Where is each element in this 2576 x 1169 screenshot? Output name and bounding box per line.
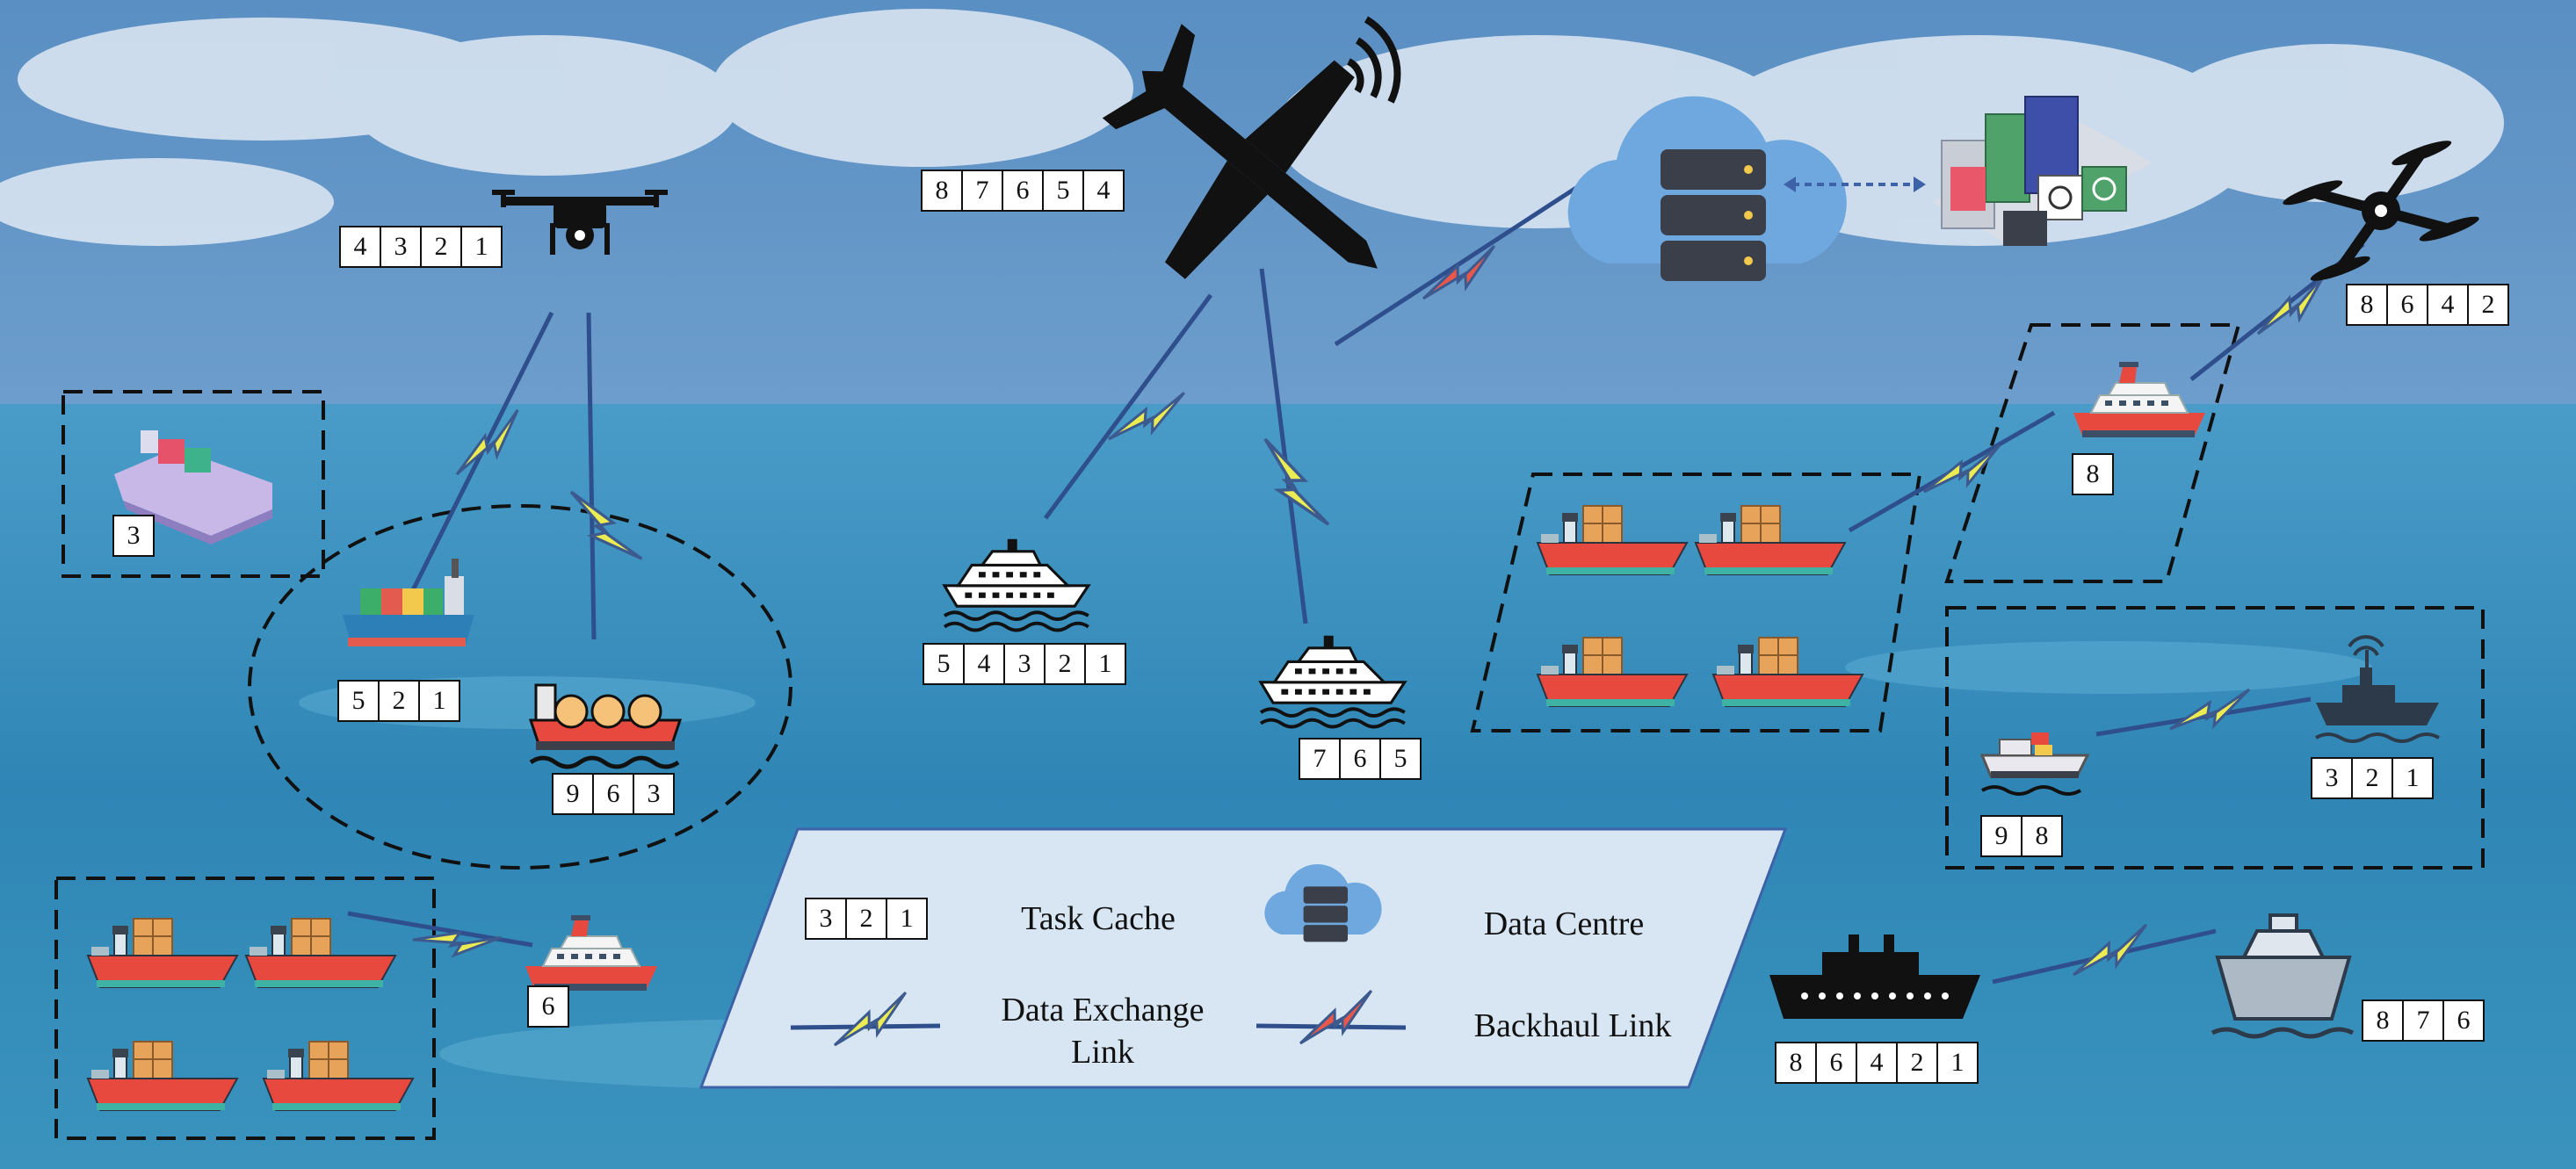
lng-tanker-icon — [528, 683, 683, 769]
cache-cell: 8 — [2362, 999, 2404, 1042]
cache-cell: 6 — [527, 985, 569, 1028]
cache-cell: 3 — [1003, 643, 1046, 685]
legend-backhaul-label: Backhaul Link — [1473, 1007, 1672, 1044]
data-link-arrow — [1784, 177, 1926, 192]
cache-cell: 4 — [339, 226, 381, 268]
cache-cell: 2 — [2467, 284, 2509, 326]
legend-task-cache-label: Task Cache — [1021, 900, 1176, 937]
cargo-ship-icon-isometric — [114, 430, 272, 545]
cache-cell: 5 — [1379, 738, 1422, 780]
cache-cell: 5 — [923, 643, 965, 685]
cache-cell: 6 — [1339, 738, 1381, 780]
cache-cell: 2 — [1044, 643, 1086, 685]
link-cargo-ferry — [347, 911, 533, 948]
link-plane-cruise2 — [1259, 268, 1308, 624]
cache-cell: 2 — [420, 226, 462, 268]
cache-cell: 4 — [2427, 284, 2469, 326]
cache-cell: 9 — [552, 773, 594, 815]
cache-cell: 6 — [1815, 1042, 1857, 1084]
cache-cell: 7 — [961, 170, 1003, 212]
airplane-icon — [1102, 24, 1378, 279]
cache-cell: 6 — [2442, 999, 2485, 1042]
cache-cell: 7 — [1299, 738, 1341, 780]
warship-icon — [2315, 635, 2440, 743]
cache-cell: 8 — [2021, 815, 2063, 857]
container-ship-icon — [343, 559, 474, 646]
task-cache-cruise-right: 8 — [2072, 453, 2114, 495]
cache-cell: 2 — [845, 898, 887, 940]
cache-cell: 6 — [592, 773, 634, 815]
legend-data-exchange-label-2: Link — [1071, 1034, 1134, 1071]
cloud-server-icon — [1567, 96, 1847, 281]
black-ship-icon — [1769, 934, 1980, 1019]
cache-cell: 3 — [112, 515, 155, 557]
cache-cell: 5 — [1042, 170, 1084, 212]
cache-cell: 2 — [378, 680, 420, 722]
cache-cell: 4 — [1082, 170, 1125, 212]
cache-cell: 1 — [1084, 643, 1126, 685]
cache-cell: 3 — [2311, 757, 2353, 799]
cache-cell: 1 — [886, 898, 928, 940]
group-box-left-top — [62, 390, 325, 578]
cache-cell: 1 — [2391, 757, 2434, 799]
group-box-left-bottom — [54, 877, 436, 1140]
cache-cell: 1 — [460, 226, 503, 268]
group-box-right — [1945, 606, 2485, 870]
group-boundaries — [54, 323, 2485, 1140]
quadcopter-drone-icon-right — [2283, 141, 2479, 281]
group-parallelogram-right — [1944, 323, 2241, 583]
legend-data-centre-label: Data Centre — [1483, 906, 1645, 942]
group-parallelogram-center — [1470, 473, 1922, 732]
cache-cell: 7 — [2402, 999, 2444, 1042]
links — [347, 182, 2365, 985]
legend-data-exchange-label-1: Data Exchange — [1001, 992, 1205, 1028]
legend-cloud-icon — [1264, 864, 1382, 942]
grey-ship-icon — [2211, 913, 2355, 1039]
cache-cell: 6 — [2386, 284, 2428, 326]
cache-cell: 3 — [380, 226, 422, 268]
task-cache-boxed-ship: 3 — [112, 515, 155, 557]
cache-cell: 1 — [1936, 1042, 1979, 1084]
cache-cell: 4 — [1856, 1042, 1898, 1084]
legend-panel — [698, 827, 1788, 1089]
signal-waves — [1346, 16, 1401, 104]
task-cache-ferry-bottom: 6 — [527, 985, 569, 1028]
cache-cell: 2 — [1896, 1042, 1938, 1084]
cache-cell: 6 — [1002, 170, 1044, 212]
cache-cell: 8 — [1775, 1042, 1817, 1084]
cache-cell: 4 — [963, 643, 1005, 685]
cache-cell: 8 — [2346, 284, 2388, 326]
cache-cell: 3 — [805, 898, 847, 940]
tugboat-icon — [1979, 732, 2090, 796]
cache-cell: 2 — [2351, 757, 2393, 799]
cache-cell: 3 — [633, 773, 675, 815]
cache-cell: 8 — [921, 170, 963, 212]
cache-cell: 8 — [2072, 453, 2114, 495]
link-drone-ship2 — [586, 312, 597, 640]
group-ellipse-left — [248, 504, 792, 870]
data-center-racks-icon — [1933, 96, 2153, 246]
cache-cell: 5 — [337, 680, 380, 722]
cache-cell: 9 — [1980, 815, 2022, 857]
link-plane-cruise1 — [1043, 293, 1213, 520]
cache-cell: 1 — [418, 680, 460, 722]
